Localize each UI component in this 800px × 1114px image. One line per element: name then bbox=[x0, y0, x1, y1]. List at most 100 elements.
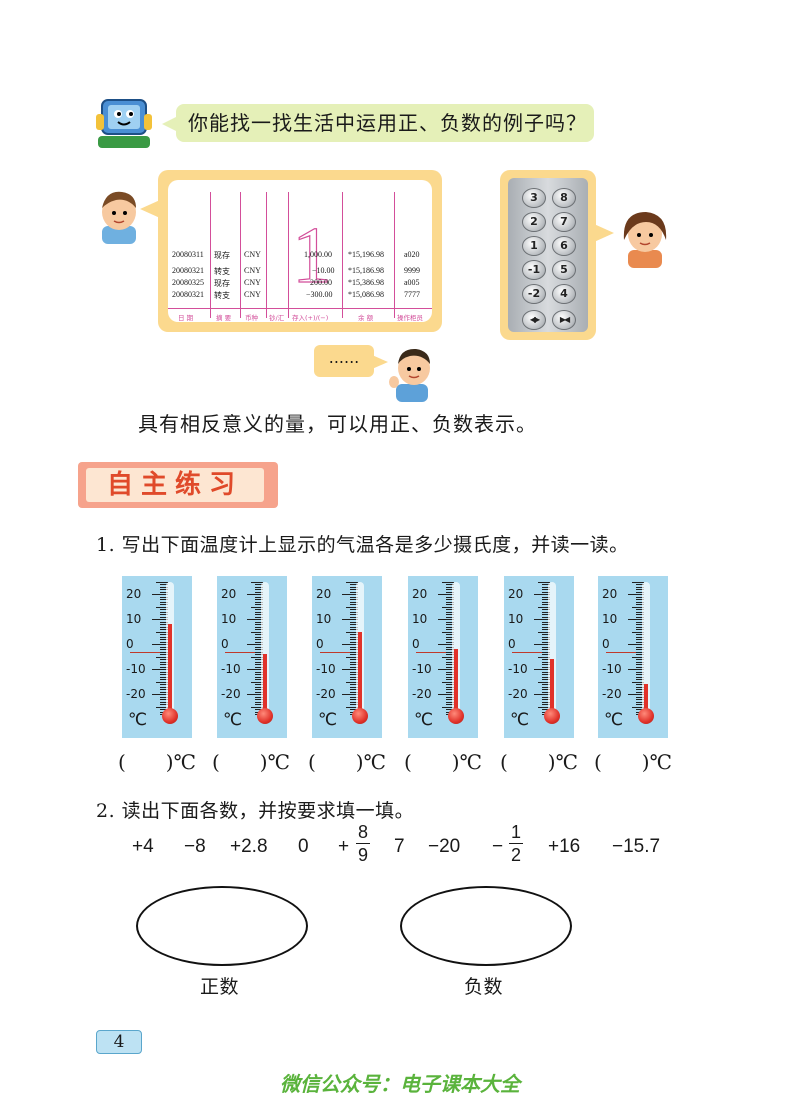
scale-tick bbox=[160, 599, 168, 600]
celsius-unit: ℃ bbox=[318, 710, 338, 730]
scale-tick bbox=[636, 641, 644, 643]
scale-label: 0 bbox=[412, 637, 420, 651]
scale-tick bbox=[350, 646, 358, 648]
scale-tick bbox=[438, 694, 454, 695]
scale-tick bbox=[160, 686, 168, 688]
scale-tick bbox=[636, 591, 644, 593]
scale-tick bbox=[247, 594, 263, 595]
scale-tick bbox=[442, 656, 454, 658]
scale-label: -10 bbox=[316, 662, 336, 676]
scale-tick bbox=[542, 664, 550, 665]
scale-tick bbox=[255, 679, 263, 680]
scale-tick bbox=[350, 649, 358, 650]
scale-tick bbox=[534, 694, 550, 695]
scale-tick bbox=[350, 634, 358, 635]
scale-tick bbox=[160, 699, 168, 700]
scale-tick bbox=[160, 624, 168, 625]
scale-label: 20 bbox=[412, 587, 428, 601]
scale-tick bbox=[160, 626, 168, 628]
scale-tick bbox=[446, 639, 454, 640]
scale-tick bbox=[446, 646, 454, 648]
scale-tick bbox=[442, 706, 454, 708]
scale-tick bbox=[160, 616, 168, 618]
scale-tick bbox=[636, 614, 644, 615]
scale-tick bbox=[255, 671, 263, 673]
scale-tick bbox=[534, 644, 550, 645]
mercury-column bbox=[358, 631, 362, 712]
scale-tick bbox=[446, 626, 454, 628]
scale-tick bbox=[342, 594, 358, 595]
negative-numbers-ellipse[interactable] bbox=[400, 886, 572, 966]
scale-tick bbox=[636, 704, 644, 705]
scale-tick bbox=[255, 586, 263, 588]
scale-tick bbox=[255, 664, 263, 665]
scale-tick bbox=[538, 706, 550, 708]
scale-label: 10 bbox=[126, 612, 142, 626]
section-title: 自主练习 bbox=[86, 468, 264, 502]
scale-tick bbox=[255, 584, 263, 585]
girl-avatar-icon bbox=[620, 206, 670, 268]
negative-label: 负数 bbox=[464, 976, 504, 998]
answer-blank: ( )℃ bbox=[308, 750, 386, 774]
scale-tick bbox=[542, 616, 550, 618]
scale-tick bbox=[160, 596, 168, 598]
thermometer-bulb bbox=[448, 708, 464, 724]
scale-tick bbox=[542, 621, 550, 623]
scale-tick bbox=[255, 614, 263, 615]
scale-tick bbox=[442, 681, 454, 683]
elevator-button: 5 bbox=[552, 260, 576, 280]
scale-tick bbox=[160, 609, 168, 610]
scale-tick bbox=[160, 601, 168, 603]
scale-tick bbox=[636, 699, 644, 700]
scale-tick bbox=[350, 596, 358, 598]
scale-tick bbox=[632, 631, 644, 633]
scale-tick bbox=[446, 674, 454, 675]
elevator-button: 2 bbox=[522, 212, 546, 232]
scale-tick bbox=[255, 616, 263, 618]
scale-tick bbox=[446, 649, 454, 650]
scale-tick bbox=[446, 641, 454, 643]
scale-tick bbox=[251, 631, 263, 633]
scale-tick bbox=[350, 614, 358, 615]
scale-tick bbox=[446, 699, 454, 700]
thermometer-tube bbox=[642, 582, 650, 712]
scale-tick bbox=[255, 691, 263, 693]
scale-tick bbox=[446, 704, 454, 705]
scale-tick bbox=[160, 676, 168, 678]
scale-tick bbox=[628, 694, 644, 695]
scale-tick bbox=[542, 601, 550, 603]
scale-tick bbox=[350, 604, 358, 605]
scale-tick bbox=[255, 666, 263, 668]
answer-blank: ( )℃ bbox=[404, 750, 482, 774]
scale-tick bbox=[350, 679, 358, 680]
freezing-line bbox=[225, 651, 255, 653]
scale-tick bbox=[542, 614, 550, 615]
number-item: +2.8 bbox=[230, 836, 268, 857]
positive-numbers-ellipse[interactable] bbox=[136, 886, 308, 966]
scale-tick bbox=[160, 651, 168, 653]
mercury-column bbox=[644, 684, 648, 712]
number-item: − bbox=[492, 836, 504, 857]
scale-tick bbox=[542, 611, 550, 613]
scale-tick bbox=[255, 596, 263, 598]
scale-tick bbox=[350, 664, 358, 665]
scale-tick bbox=[350, 701, 358, 703]
section-banner: 自主练习 bbox=[78, 462, 278, 508]
bank-header-summary: 摘 要 bbox=[216, 314, 232, 322]
scale-tick bbox=[538, 581, 550, 583]
scale-tick bbox=[542, 699, 550, 700]
scale-tick bbox=[160, 674, 168, 675]
boy-avatar-icon bbox=[96, 186, 142, 244]
scale-tick bbox=[632, 606, 644, 608]
scale-tick bbox=[350, 674, 358, 675]
scale-tick bbox=[542, 604, 550, 605]
scale-tick bbox=[446, 636, 454, 638]
scale-label: 20 bbox=[316, 587, 332, 601]
scale-tick bbox=[446, 584, 454, 585]
scale-tick bbox=[255, 676, 263, 678]
scale-tick bbox=[346, 581, 358, 583]
scale-label: -20 bbox=[316, 687, 336, 701]
scale-tick bbox=[346, 681, 358, 683]
number-item: −20 bbox=[428, 836, 461, 857]
